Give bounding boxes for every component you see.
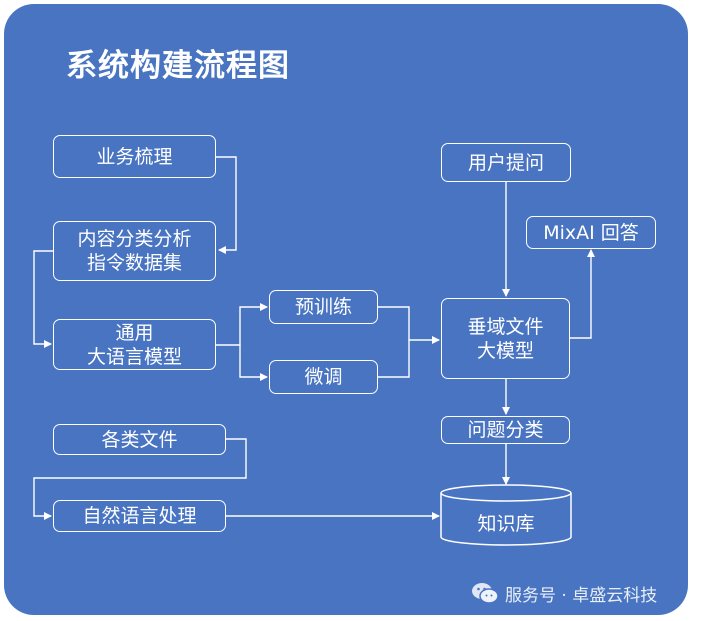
watermark-text: 服务号 · 卓盛云科技 <box>505 585 658 606</box>
node-general-line2: 大语言模型 <box>86 345 182 368</box>
node-mixai-answer: MixAI 回答 <box>526 216 656 249</box>
database-cylinder-icon <box>440 484 572 546</box>
node-vertical-line2: 大模型 <box>476 339 534 362</box>
node-vertical-model: 垂域文件 大模型 <box>441 298 570 379</box>
watermark: 服务号 · 卓盛云科技 <box>471 580 657 606</box>
node-pretrain: 预训练 <box>269 290 378 324</box>
node-general-line1: 通用 <box>115 321 154 344</box>
node-nlp: 自然语言处理 <box>53 500 226 532</box>
diagram-title: 系统构建流程图 <box>66 48 290 84</box>
node-business-label: 业务梳理 <box>96 145 173 168</box>
node-mixai-answer-label: MixAI 回答 <box>543 221 639 244</box>
node-question-classify-label: 问题分类 <box>467 419 544 441</box>
node-files: 各类文件 <box>53 424 226 455</box>
node-files-label: 各类文件 <box>101 428 178 451</box>
node-finetune-label: 微调 <box>304 366 343 388</box>
node-knowledge-base-label: 知识库 <box>477 512 535 535</box>
node-knowledge-base: 知识库 <box>440 484 572 546</box>
node-nlp-label: 自然语言处理 <box>82 505 197 527</box>
wechat-logo-icon <box>472 583 499 604</box>
node-classify-line2: 指令数据集 <box>86 252 182 274</box>
node-classify: 内容分类分析 指令数据集 <box>53 221 216 281</box>
node-finetune: 微调 <box>269 360 378 394</box>
node-user-question: 用户提问 <box>441 143 571 182</box>
node-user-question-label: 用户提问 <box>467 151 544 174</box>
node-classify-line1: 内容分类分析 <box>77 228 192 250</box>
node-vertical-line1: 垂域文件 <box>467 315 544 338</box>
node-business: 业务梳理 <box>53 135 216 178</box>
node-general-llm: 通用 大语言模型 <box>53 319 216 370</box>
node-pretrain-label: 预训练 <box>294 296 352 318</box>
node-question-classify: 问题分类 <box>441 416 570 444</box>
